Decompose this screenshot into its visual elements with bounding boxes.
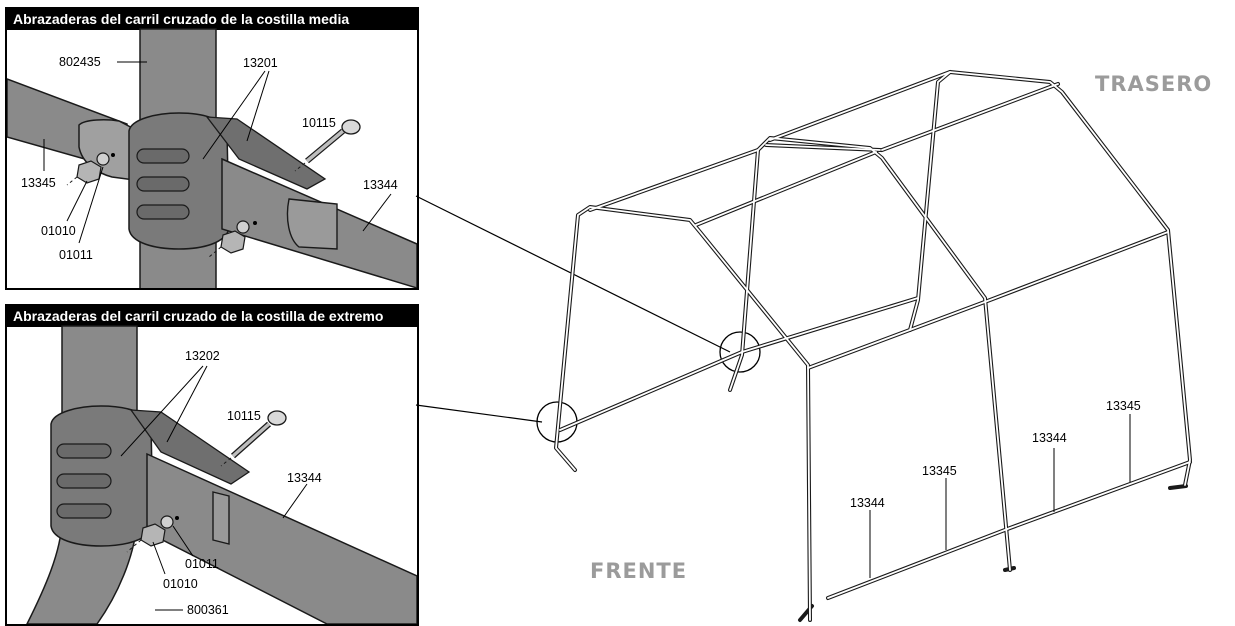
panel-title-end-rib: Abrazaderas del carril cruzado de la cos… xyxy=(7,306,417,327)
rail-13344-end xyxy=(146,452,417,624)
frame-tubes-inner xyxy=(555,71,1191,621)
label-10115-end: 10115 xyxy=(227,409,261,423)
callout-circle-end xyxy=(536,401,578,443)
label-13202: 13202 xyxy=(185,349,220,363)
label-13344-end: 13344 xyxy=(287,471,322,485)
rail-label-3: 13344 xyxy=(1032,431,1067,445)
label-800361: 800361 xyxy=(187,603,229,617)
label-01011-end: 01011 xyxy=(185,557,219,571)
bolt-10115 xyxy=(294,119,361,172)
panel-title-middle-rib: Abrazaderas del carril cruzado de la cos… xyxy=(7,9,417,30)
label-10115-mid: 10115 xyxy=(302,116,336,130)
detail-panel-end-rib: Abrazaderas del carril cruzado de la cos… xyxy=(5,304,419,626)
washer-01011-a xyxy=(96,152,110,166)
label-trasero: TRASERO xyxy=(1095,72,1212,96)
label-13201: 13201 xyxy=(243,56,278,70)
callout-circle-middle xyxy=(719,331,761,373)
label-frente: FRENTE xyxy=(590,559,687,583)
nut-01010-b xyxy=(220,230,246,254)
label-01010-mid: 01010 xyxy=(41,224,76,238)
frame-tubes xyxy=(554,70,1192,622)
end-rib-clamp-illustration: 13202 10115 13344 01011 01010 800361 xyxy=(26,325,417,624)
rail-label-4: 13345 xyxy=(1106,399,1141,413)
washer-01011-b xyxy=(236,220,250,234)
label-13344-mid: 13344 xyxy=(363,178,398,192)
washer-01011-end xyxy=(160,515,174,529)
label-01011-mid: 01011 xyxy=(59,248,93,262)
rail-label-2: 13345 xyxy=(922,464,957,478)
detail-panel-middle-rib: Abrazaderas del carril cruzado de la cos… xyxy=(5,7,419,290)
nut-01010-a xyxy=(76,160,102,184)
label-01010-end: 01010 xyxy=(163,577,198,591)
rail-sleeve-right xyxy=(286,198,338,250)
label-13345-mid: 13345 xyxy=(21,176,56,190)
middle-rib-clamp-illustration: 802435 13201 10115 13345 13344 01010 010… xyxy=(7,28,417,288)
label-802435: 802435 xyxy=(59,55,101,69)
bolt-10115-end xyxy=(220,410,287,467)
rail-label-1: 13344 xyxy=(850,496,885,510)
